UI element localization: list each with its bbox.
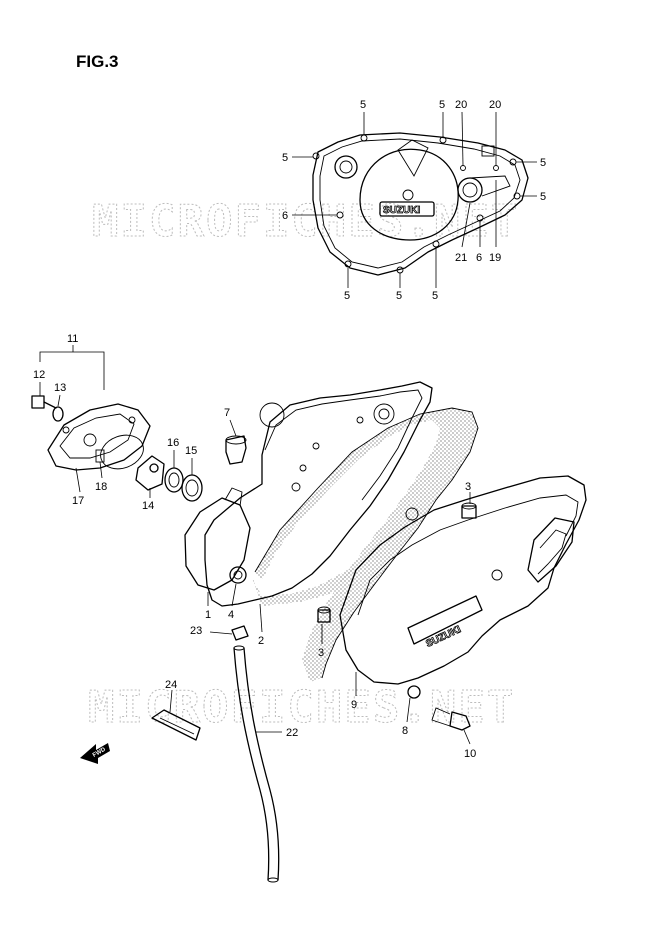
callout-16: 16 [167, 437, 179, 449]
callout-1: 1 [205, 609, 211, 621]
callout-2: 2 [258, 635, 264, 647]
callout-6: 6 [476, 252, 482, 264]
callout-5: 5 [282, 152, 288, 164]
callout-5: 5 [432, 290, 438, 302]
callout-5: 5 [540, 191, 546, 203]
drain-bolt [431, 707, 471, 731]
callout-6: 6 [282, 210, 288, 222]
clutch-cover: SUZUKI [339, 475, 587, 699]
callout-20: 20 [489, 99, 501, 111]
callout-14: 14 [142, 500, 154, 512]
callout-17: 17 [72, 495, 84, 507]
callout-23: 23 [190, 625, 202, 637]
callout-4: 4 [228, 609, 234, 621]
gasket [252, 407, 479, 682]
callout-9: 9 [351, 699, 357, 711]
brand-text-bottom: SUZUKI [424, 624, 463, 650]
brand-text-top: SUZUKI [383, 205, 420, 216]
callout-11: 11 [67, 333, 78, 345]
group-bracket [39, 351, 105, 390]
callout-5: 5 [396, 290, 402, 302]
callout-21: 21 [455, 252, 467, 264]
callout-18: 18 [95, 481, 107, 493]
callout-20: 20 [455, 99, 467, 111]
callout-22: 22 [286, 727, 298, 739]
callout-12: 12 [33, 369, 45, 381]
callout-3: 3 [318, 647, 324, 659]
leaders-bottom [39, 382, 471, 745]
callout-19: 19 [489, 252, 501, 264]
callout-5: 5 [360, 99, 366, 111]
crankcase-cover [184, 381, 433, 607]
callout-24: 24 [165, 679, 177, 691]
dowel-pins [317, 502, 477, 623]
callout-15: 15 [185, 445, 197, 457]
callout-7: 7 [224, 407, 230, 419]
callout-13: 13 [54, 382, 66, 394]
callout-8: 8 [402, 725, 408, 737]
magneto-cover: SUZUKI [312, 132, 529, 276]
forward-arrow-icon: FWD [80, 743, 110, 764]
callout-5: 5 [540, 157, 546, 169]
pump-parts [31, 395, 203, 502]
callout-labels: 5 5 20 20 5 5 5 6 21 6 19 5 5 5 11 12 13… [33, 99, 546, 760]
figure-title: FIG.3 [76, 52, 119, 71]
callout-10: 10 [464, 748, 476, 760]
watermark-top: MICROFICHES.NET [92, 196, 519, 247]
bracket [151, 709, 201, 741]
callout-5: 5 [344, 290, 350, 302]
hose [231, 625, 280, 883]
callout-3: 3 [465, 481, 471, 493]
leaders-top [292, 111, 537, 288]
watermark-bottom: MICROFICHES.NET [88, 682, 515, 733]
callout-5: 5 [439, 99, 445, 111]
